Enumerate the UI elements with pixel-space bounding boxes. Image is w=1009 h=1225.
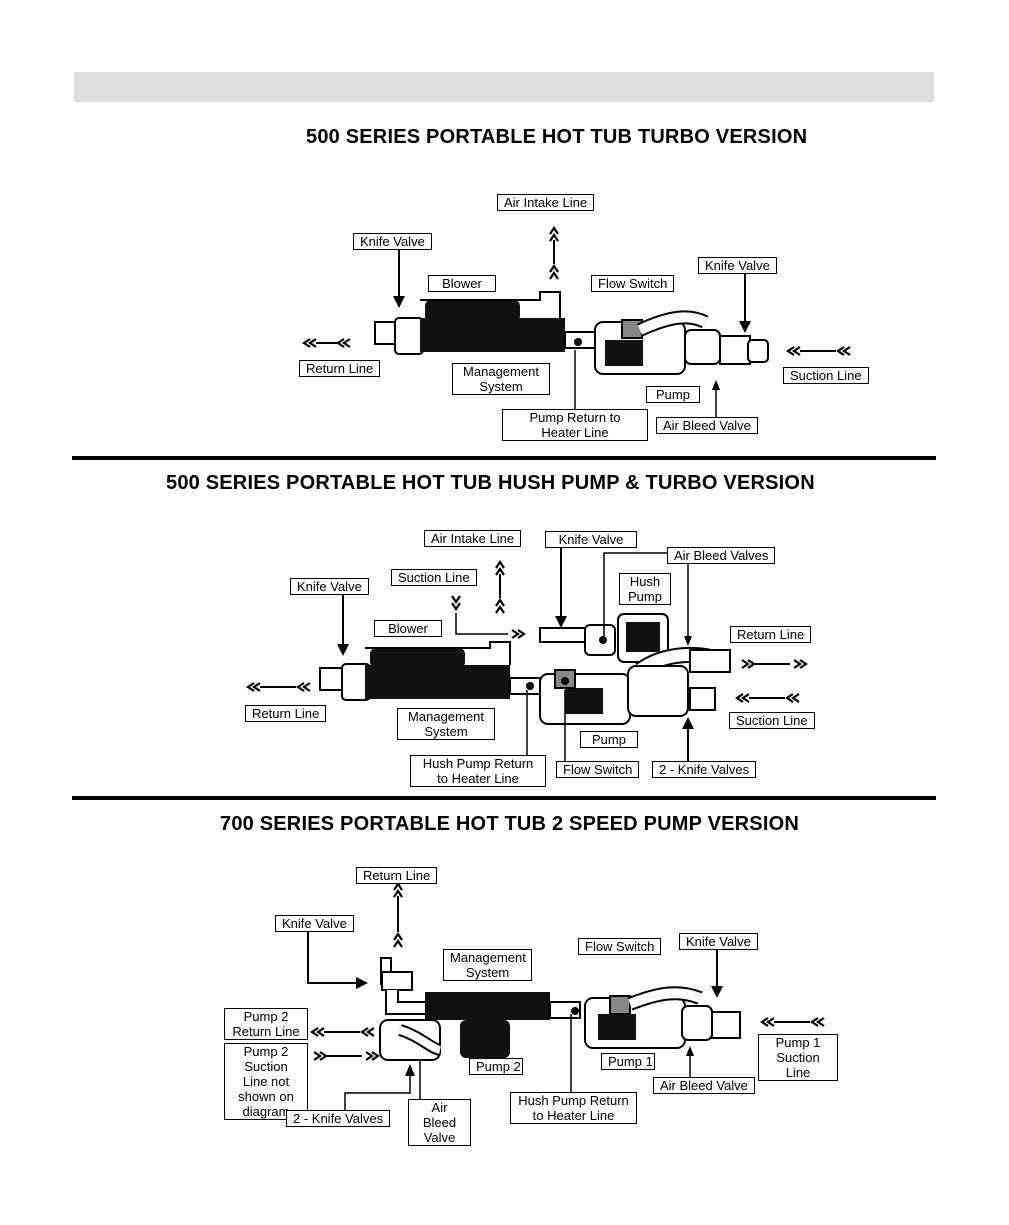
label-suction-line: Suction Line bbox=[729, 712, 815, 729]
label-knife-valve: Knife Valve bbox=[698, 257, 777, 274]
label-blower: Blower bbox=[428, 275, 496, 292]
label-knife-valve: Knife Valve bbox=[275, 915, 354, 932]
label-pump: Pump bbox=[646, 386, 700, 403]
label-suction-line: Suction Line bbox=[391, 569, 477, 586]
label-knife-valve: Knife Valve bbox=[545, 531, 637, 548]
label-pump-2-return-line: Pump 2 Return Line bbox=[224, 1008, 308, 1040]
diagram-3 bbox=[307, 882, 826, 1110]
diagram-1 bbox=[302, 226, 852, 420]
label-knife-valve: Knife Valve bbox=[353, 233, 432, 250]
label-flow-switch: Flow Switch bbox=[591, 275, 675, 292]
label-return-line: Return Line bbox=[730, 626, 812, 643]
label-return-line: Return Line bbox=[245, 705, 327, 722]
label-air-bleed-valve: Air Bleed Valve bbox=[408, 1099, 471, 1146]
label-2-knife-valves: 2 - Knife Valves bbox=[652, 761, 757, 778]
label-2-knife-valves: 2 - Knife Valves bbox=[286, 1110, 391, 1127]
label-hush-pump-return-heater-line: Hush Pump Return to Heater Line bbox=[510, 1092, 637, 1124]
label-air-bleed-valve: Air Bleed Valve bbox=[653, 1077, 755, 1094]
label-air-intake-line: Air Intake Line bbox=[497, 194, 595, 211]
section-3-title: 700 SERIES PORTABLE HOT TUB 2 SPEED PUMP… bbox=[220, 813, 799, 835]
label-pump-1-suction-line: Pump 1 Suction Line bbox=[758, 1034, 838, 1081]
diagram-2 bbox=[246, 546, 808, 762]
label-suction-line: Suction Line bbox=[783, 367, 869, 384]
section-1-title: 500 SERIES PORTABLE HOT TUB TURBO VERSIO… bbox=[306, 126, 808, 148]
label-air-bleed-valve: Air Bleed Valve bbox=[656, 417, 758, 434]
label-management-system: Management System bbox=[452, 363, 550, 395]
label-flow-switch: Flow Switch bbox=[578, 938, 662, 955]
label-hush-pump: Hush Pump bbox=[619, 573, 671, 605]
label-pump-2-suction-line: Pump 2 Suction Line not shown on diagram bbox=[224, 1043, 308, 1120]
label-pump-2: Pump 2 bbox=[469, 1058, 523, 1075]
label-management-system: Management System bbox=[397, 708, 495, 740]
label-air-intake-line: Air Intake Line bbox=[424, 530, 522, 547]
label-pump-1: Pump 1 bbox=[601, 1053, 655, 1070]
label-flow-switch: Flow Switch bbox=[556, 761, 640, 778]
divider bbox=[72, 456, 936, 460]
section-2-title: 500 SERIES PORTABLE HOT TUB HUSH PUMP & … bbox=[166, 472, 815, 494]
label-return-line: Return Line bbox=[356, 867, 438, 884]
label-pump-return-heater-line: Pump Return to Heater Line bbox=[502, 409, 648, 441]
header-bar bbox=[74, 72, 934, 102]
label-blower: Blower bbox=[374, 620, 442, 637]
label-air-bleed-valves: Air Bleed Valves bbox=[667, 547, 776, 564]
label-pump: Pump bbox=[580, 731, 638, 748]
label-management-system: Management System bbox=[443, 949, 532, 981]
label-knife-valve: Knife Valve bbox=[290, 578, 369, 595]
label-hush-pump-return-heater-line: Hush Pump Return to Heater Line bbox=[410, 755, 546, 787]
divider bbox=[72, 796, 936, 800]
label-return-line: Return Line bbox=[299, 360, 381, 377]
label-knife-valve: Knife Valve bbox=[679, 933, 758, 950]
